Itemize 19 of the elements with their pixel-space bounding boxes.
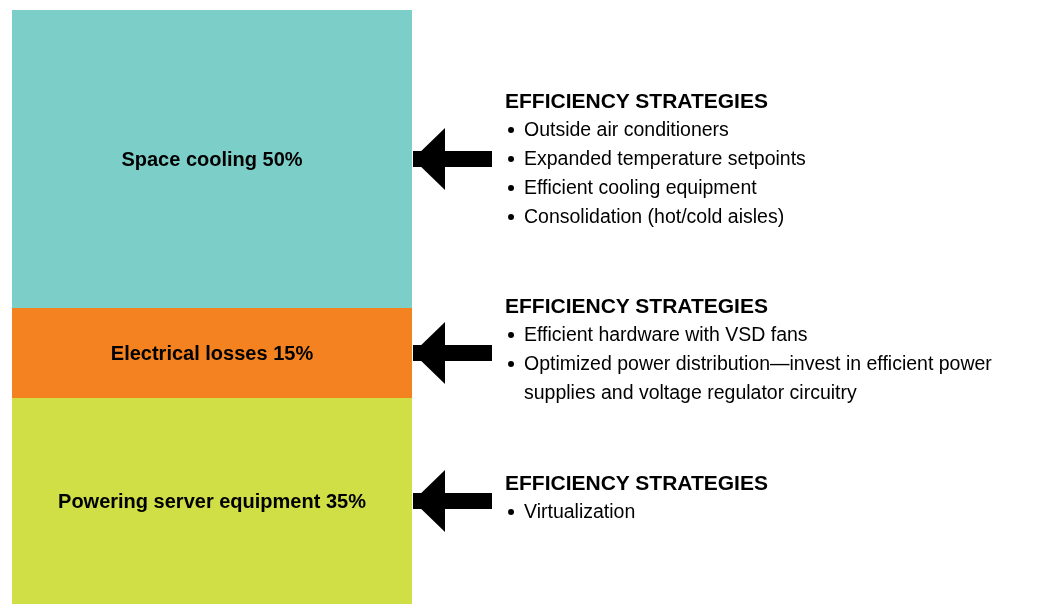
strategy-item: Optimized power distribution—invest in efficient power supplies and voltage regulator circuitry [524,351,993,405]
strategy-item: Outside air conditioners [524,117,729,142]
category-bar [12,398,412,604]
category-bar [12,10,412,308]
strategy-item: Efficient cooling equipment [524,175,757,200]
strategy-heading: EFFICIENCY STRATEGIES [505,293,769,319]
arrow [413,322,492,384]
category-label: Space cooling 50% [121,147,303,172]
category-bar [12,308,412,398]
strategy-item: Expanded temperature setpoints [524,146,806,171]
strategy-heading: EFFICIENCY STRATEGIES [505,88,769,114]
arrow [413,128,492,190]
strategy-item: Virtualization [524,499,636,524]
category-label: Electrical losses 15% [110,341,314,366]
strategy-item: Efficient hardware with VSD fans [524,322,808,347]
arrow [413,470,492,532]
strategy-item: Consolidation (hot/cold aisles) [524,204,785,229]
strategy-heading: EFFICIENCY STRATEGIES [505,470,769,496]
category-label: Powering server equipment 35% [58,489,366,514]
